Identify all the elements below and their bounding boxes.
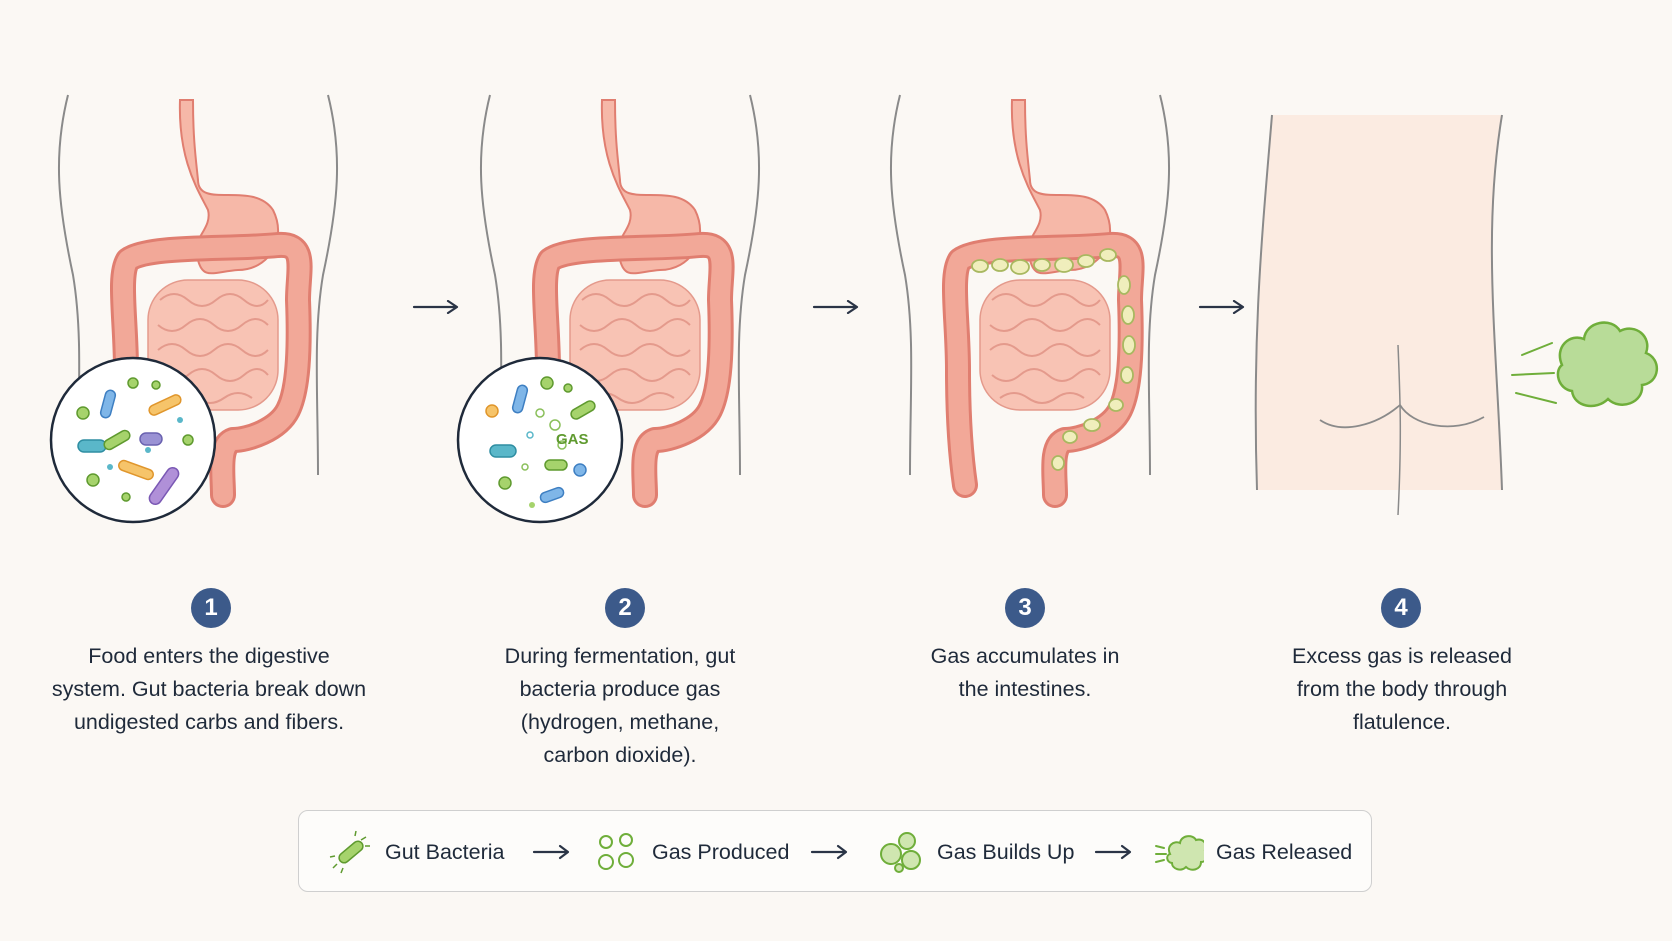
bacteria-magnifier [51,358,215,522]
step-arrow-1 [412,300,462,314]
step-4-caption: Excess gas is released from the body thr… [1282,640,1522,739]
legend-item-gas-released: Gas Released [1154,811,1352,893]
step-arrow-2 [812,300,862,314]
step-1-illustration [48,95,348,515]
legend-item-gut-bacteria: Gut Bacteria [329,811,505,893]
legend-arrow [810,844,850,860]
legend-item-gas-produced: Gas Produced [594,811,789,893]
step-2-caption: During fermentation, gut bacteria produc… [490,640,750,772]
step-3-caption: Gas accumulates in the intestines. [925,640,1125,706]
legend-label: Gas Released [1216,840,1352,865]
step-arrow-3 [1198,300,1248,314]
gas-label: GAS [556,431,589,448]
step-3-badge: 3 [1005,588,1045,628]
legend-item-gas-builds-up: Gas Builds Up [877,811,1074,893]
gas-cloud-icon [1512,323,1657,406]
step-1-badge: 1 [191,588,231,628]
legend-label: Gut Bacteria [385,840,505,865]
bacteria-icon [329,830,373,874]
legend-arrow [1094,844,1134,860]
gas-bubbles-icon [594,830,640,874]
step-4-badge: 4 [1381,588,1421,628]
legend-arrow [532,844,572,860]
gas-cloud-icon [1154,830,1204,874]
fermentation-magnifier: GAS [458,358,622,522]
step-4-illustration [1262,95,1662,515]
step-2-badge: 2 [605,588,645,628]
legend-label: Gas Produced [652,840,789,865]
legend-box: Gut Bacteria Gas Produced Gas Builds Up … [298,810,1372,892]
step-2-illustration: GAS [470,95,770,515]
step-1-caption: Food enters the digestive system. Gut ba… [49,640,369,739]
gas-cluster-icon [877,830,925,874]
step-3-illustration [880,95,1180,515]
legend-label: Gas Builds Up [937,840,1074,865]
